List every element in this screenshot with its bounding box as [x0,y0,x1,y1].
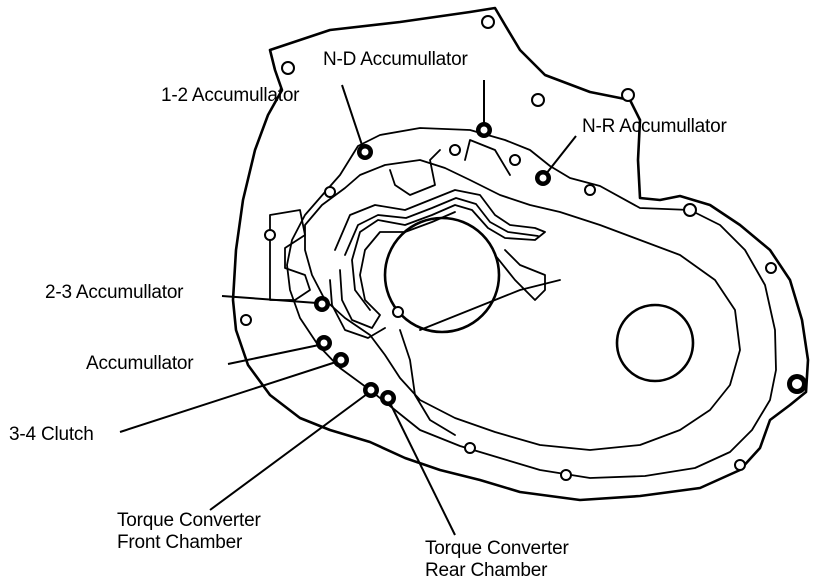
fluid-passage-2 [344,197,539,256]
label-two-three-accumulator: 2-3 Accumullator [45,282,184,303]
port-torque-converter-rear [380,390,396,406]
fluid-passage-8 [399,329,456,436]
label-one-two-accumulator: 1-2 Accumullator [161,85,300,106]
bolt-hole [481,15,495,29]
fluid-passage-4 [329,279,386,339]
fluid-passage-6 [464,139,511,176]
bolt-hole [531,93,545,107]
port-three-four-clutch [333,352,349,368]
label-torque-converter-rear-line2: Rear Chamber [425,560,548,581]
leader-three-four-clutch [119,361,337,433]
label-nr-accumulator: N-R Accumullator [582,116,727,137]
label-nd-accumulator: N-D Accumullator [323,49,468,70]
case-flange-outline [286,127,777,479]
fluid-passage-9 [419,279,561,331]
label-accumulator: Accumullator [86,353,194,374]
bolt-hole [464,442,476,454]
bolt-hole [449,144,461,156]
bolt-hole [324,186,336,198]
port-two-three-accumulator [314,296,330,312]
label-torque-converter-rear: Torque Converter Rear Chamber [425,538,569,582]
leader-torque-converter-rear [389,402,456,536]
label-torque-converter-front-line2: Front Chamber [117,532,243,553]
bolt-hole [560,469,572,481]
fluid-passage-5 [389,149,441,196]
main-bore [383,216,501,334]
fluid-passage-3 [339,211,456,329]
fluid-passage-1 [334,189,546,311]
leader-accumulator [227,344,320,365]
bolt-hole [392,306,404,318]
leader-nr-accumulator [545,135,577,175]
case-gasket-outline [304,159,741,451]
bolt-hole [281,61,295,75]
bolt-hole [264,229,276,241]
bolt-hole [765,262,777,274]
port-one-two-accumulator [357,144,373,160]
bolt-hole [584,184,596,196]
output-bore [615,303,695,383]
fluid-passage-7 [494,249,546,301]
bolt-hole [621,88,635,102]
bolt-hole [509,154,521,166]
label-torque-converter-front-line1: Torque Converter [117,510,261,531]
bolt-hole [240,314,252,326]
leader-one-two-accumulator [341,84,364,149]
port-nd-accumulator [476,122,492,138]
leader-two-three-accumulator [221,295,318,304]
label-torque-converter-front: Torque Converter Front Chamber [117,510,261,554]
port-accumulator [316,335,332,351]
leader-torque-converter-front [209,393,368,511]
bolt-hole [734,459,746,471]
label-three-four-clutch: 3-4 Clutch [9,424,94,445]
case-bolt-center [792,379,802,389]
case-outer-outline [231,6,810,502]
port-nr-accumulator [535,170,551,186]
bolt-hole [683,203,697,217]
label-torque-converter-rear-line1: Torque Converter [425,538,569,559]
